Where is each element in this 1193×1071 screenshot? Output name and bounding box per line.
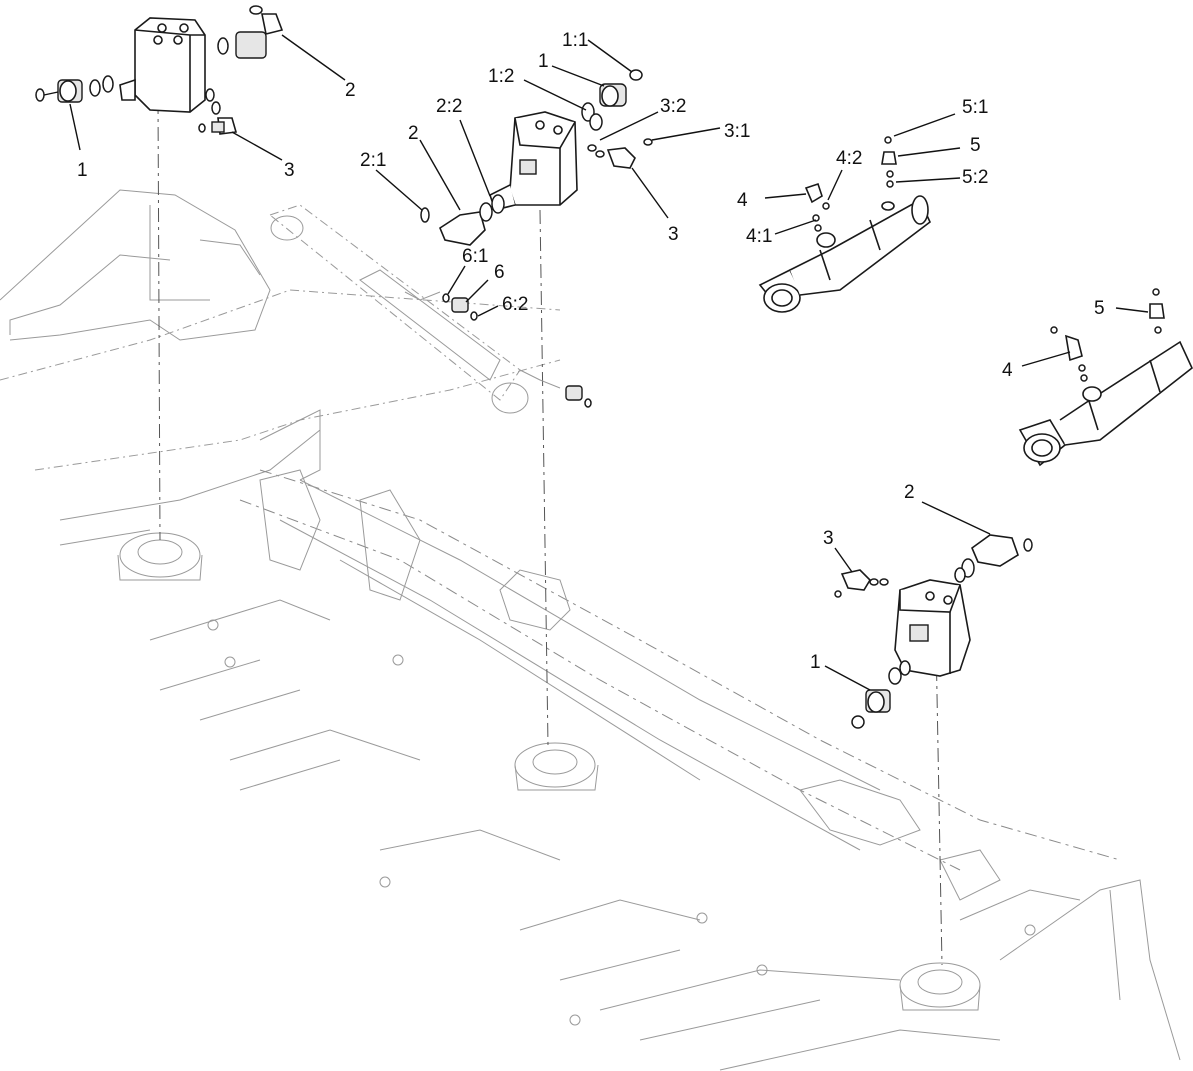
- assembly-centerlines: [157, 99, 943, 966]
- mower-frame-ghost: [0, 189, 1181, 1071]
- callout-c-6-1: 6:1: [462, 246, 488, 267]
- fitting-center-1: [581, 69, 643, 131]
- callout-r-4-2: 4:2: [836, 148, 862, 169]
- fitting-top-left-2: [217, 5, 284, 59]
- callout-labels: 1 2 3 1:1 1 1:2 2:2 3:2 3:1 2 2:1 3 6:1 …: [77, 30, 1105, 673]
- caster-mount-left: [117, 532, 203, 581]
- leaders-top-left: [69, 34, 346, 161]
- callout-c-1-1: 1:1: [562, 30, 588, 51]
- leaders-cyl-lower: [1021, 307, 1149, 367]
- valve-block-center: [489, 111, 578, 211]
- fittings-cyl-lower: [1050, 288, 1165, 382]
- callout-c-3-2: 3:2: [660, 96, 686, 117]
- callout-tl-1: 1: [77, 160, 88, 181]
- callout-tl-3: 3: [284, 160, 295, 181]
- callout-r-4-1: 4:1: [746, 226, 772, 247]
- callout-r-5-1: 5:1: [962, 97, 988, 118]
- leaders-bottom-right: [824, 501, 991, 691]
- fitting-center-3: [587, 138, 653, 169]
- fitting-center-2: [420, 194, 505, 246]
- callout-rr-4: 4: [1002, 360, 1013, 381]
- callout-c-2-2: 2:2: [436, 96, 462, 117]
- callout-br-1: 1: [810, 652, 821, 673]
- callout-c-1-2: 1:2: [488, 66, 514, 87]
- valve-block-bottom-right: [894, 579, 971, 677]
- valve-block-top-left: [119, 17, 206, 113]
- fittings-cyl-upper: [804, 136, 897, 232]
- hydraulic-cylinder-lower: [1018, 340, 1193, 467]
- fitting-bottom-right-3: [834, 569, 889, 598]
- leaders-center: [375, 39, 721, 219]
- callout-c-6: 6: [494, 262, 505, 283]
- leaders-6: [447, 265, 499, 317]
- callout-rr-5: 5: [1094, 298, 1105, 319]
- fitting-top-left-1: [35, 75, 114, 103]
- callout-c-2-1: 2:1: [360, 150, 386, 171]
- callout-c-2: 2: [408, 123, 419, 144]
- caster-mount-right: [899, 962, 981, 1011]
- callout-br-2: 2: [904, 482, 915, 503]
- frame-bolts: [207, 619, 1036, 1026]
- callout-c-6-2: 6:2: [502, 294, 528, 315]
- callout-br-3: 3: [823, 528, 834, 549]
- callout-c-3-1: 3:1: [724, 121, 750, 142]
- fitting-bottom-right-1: [851, 660, 911, 729]
- callout-c-1: 1: [538, 51, 549, 72]
- fitting-center-6: [404, 291, 592, 408]
- callout-r-5-2: 5:2: [962, 167, 988, 188]
- fitting-bottom-right-2: [954, 534, 1033, 583]
- callout-tl-2: 2: [345, 80, 356, 101]
- fitting-top-left-3: [198, 88, 238, 135]
- hydraulic-cylinder-upper: [758, 195, 931, 313]
- callout-c-3: 3: [668, 224, 679, 245]
- callout-r-4: 4: [737, 190, 748, 211]
- caster-mount-center: [514, 742, 599, 791]
- callout-r-5: 5: [970, 135, 981, 156]
- leaders-cyl-upper: [764, 113, 961, 235]
